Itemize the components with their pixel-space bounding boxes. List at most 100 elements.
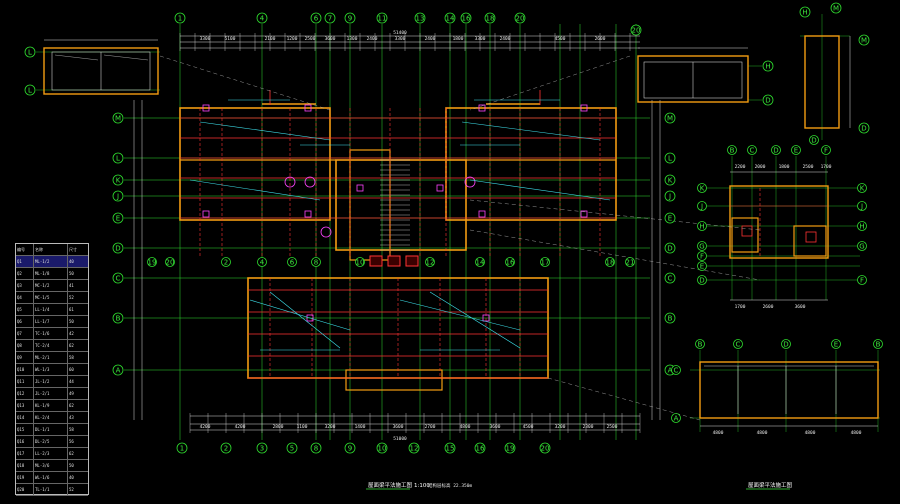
- axis-bubble-label: 6: [314, 14, 319, 22]
- line: [189, 179, 321, 201]
- axis-bubble: [311, 257, 321, 267]
- line: [159, 55, 331, 111]
- axis-bubble: [727, 145, 737, 155]
- axis-bubble-label: 13: [416, 14, 425, 22]
- axis-bubble: [221, 257, 231, 267]
- bottomright-title: 屋面梁平法施工图: [748, 481, 793, 489]
- legend-cell: Q12: [16, 388, 34, 399]
- legend-cell: Q6: [16, 316, 34, 327]
- axis-bubble-label: H: [859, 222, 864, 230]
- axis-bubble: [505, 257, 515, 267]
- axis-bubble-label: 20: [541, 444, 550, 452]
- dimension-value: 1800: [453, 36, 464, 42]
- axis-bubble-label: 20: [516, 14, 525, 22]
- legend-cell: ML-2/1: [34, 352, 68, 363]
- dimension-value: 1200: [287, 36, 298, 42]
- dimension-value: 2400: [367, 36, 378, 42]
- axis-bubble: [697, 201, 707, 211]
- axis-bubble: [310, 12, 322, 24]
- axis-bubble: [425, 257, 435, 267]
- dimension-value: 3300: [395, 36, 406, 42]
- axis-bubble: [24, 46, 36, 58]
- axis-bubble-label: 14: [476, 258, 485, 266]
- axis-bubble: [112, 112, 124, 124]
- dimension-value: 2500: [803, 164, 814, 170]
- right-plan-column: [805, 231, 817, 243]
- axis-bubble-label: H: [802, 8, 807, 16]
- axis-bubble-label: K: [860, 184, 865, 192]
- legend-cell: MC-1/5: [34, 292, 68, 303]
- legend-cell: Q18: [16, 460, 34, 471]
- axis-bubble-label: J: [116, 192, 119, 200]
- axis-bubble: [355, 257, 365, 267]
- right-wing-outline: [445, 107, 617, 221]
- line: [249, 299, 351, 331]
- axis-bubble-label: L: [28, 48, 32, 56]
- column-marker: [202, 210, 210, 218]
- axis-bubble: [112, 272, 124, 284]
- axis-bubble: [762, 94, 774, 106]
- dimension-value: 3300: [200, 36, 211, 42]
- dimension-value: 4500: [523, 424, 534, 430]
- legend-cell: Q14: [16, 412, 34, 423]
- axis-bubble: [444, 12, 456, 24]
- column-box: [369, 255, 383, 267]
- axis-bubble: [444, 442, 456, 454]
- dimension-value: 3600: [393, 424, 404, 430]
- axis-bubble-label: F: [860, 276, 864, 284]
- legend-cell: 42: [69, 331, 74, 336]
- line: [469, 229, 761, 281]
- detail-tr-outline: [637, 55, 749, 103]
- line: [469, 179, 611, 201]
- legend-cell: TL-1/1: [34, 484, 68, 495]
- dimension-value: 3200: [555, 424, 566, 430]
- line: [547, 377, 701, 421]
- axis-bubble-label: 8: [314, 444, 318, 452]
- section-symbol: [304, 176, 316, 188]
- detail-br-outline: [699, 361, 879, 419]
- axis-bubble: [540, 257, 550, 267]
- axis-bubble: [484, 12, 496, 24]
- axis-bubble: [697, 251, 707, 261]
- dimension-lines: [44, 33, 878, 433]
- axis-bubble: [475, 257, 485, 267]
- dimension-value: 3600: [325, 36, 336, 42]
- legend-cell: Q15: [16, 424, 34, 435]
- column-marker: [202, 104, 210, 112]
- axis-bubble: [286, 442, 298, 454]
- entry-outline: [345, 369, 443, 391]
- legend-cell: Q13: [16, 400, 34, 411]
- legend-cell: ML-1/2: [34, 256, 68, 267]
- axis-bubble-label: D: [667, 244, 672, 252]
- axis-bubble-label: L: [28, 86, 32, 94]
- right-plan-column: [741, 225, 753, 237]
- axis-bubble: [176, 442, 188, 454]
- main-plan-scale: 1:100: [414, 483, 430, 489]
- axis-bubble: [857, 201, 867, 211]
- line: [469, 55, 631, 111]
- legend-cell: Q11: [16, 376, 34, 387]
- line: [54, 54, 99, 61]
- section-symbol: [464, 176, 476, 188]
- axis-bubble-label: B: [668, 314, 673, 322]
- axis-bubble: [147, 257, 157, 267]
- axis-bubble-label: F: [700, 252, 704, 260]
- legend-cell: 61: [69, 307, 74, 312]
- left-wing-outline: [179, 107, 331, 221]
- detail-tl-outline: [43, 47, 159, 95]
- axis-bubble-label: 2: [224, 258, 228, 266]
- column-marker: [356, 184, 364, 192]
- axis-bubble-label: 10: [378, 444, 387, 452]
- axis-bubble-label: F: [824, 146, 828, 154]
- legend-cell: MC-1/2: [34, 280, 68, 291]
- axis-bubble-label: 19: [148, 258, 157, 266]
- axis-bubble: [799, 6, 811, 18]
- axis-bubble: [112, 174, 124, 186]
- axis-bubble: [697, 261, 707, 271]
- line: [103, 54, 149, 61]
- axis-bubble: [697, 275, 707, 285]
- main-plan-note: 结构层标高 22.350m: [428, 482, 472, 489]
